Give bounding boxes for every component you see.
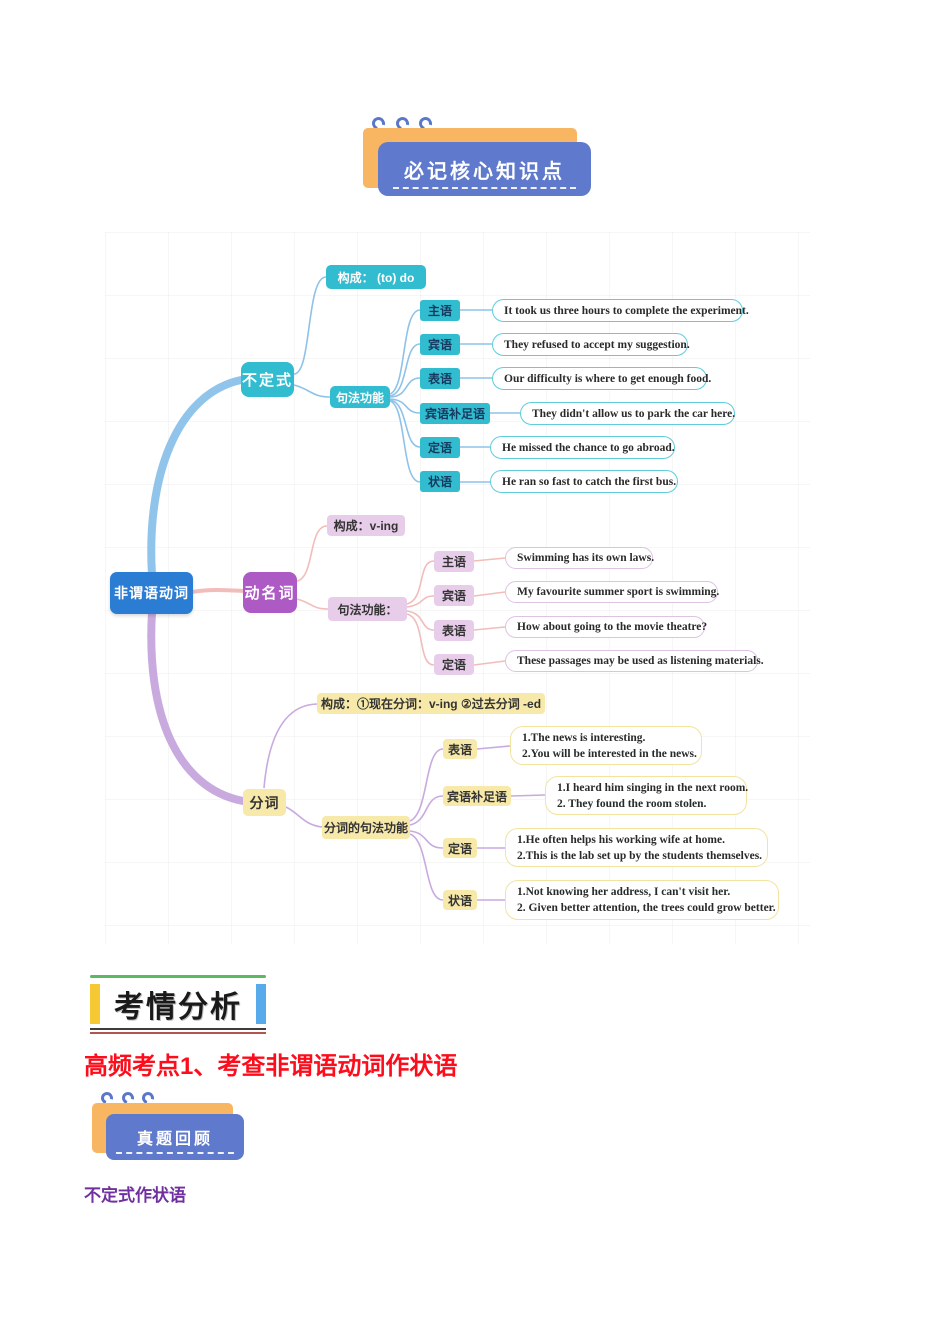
root-label: 非谓语动词 <box>114 585 189 601</box>
header-red-line <box>90 1032 266 1034</box>
participle-function-label: 宾语补足语 <box>443 786 511 806</box>
participle-function-header: 分词的句法功能 <box>322 816 410 839</box>
participle-function-label: 定语 <box>443 838 477 858</box>
mindmap-root-node: 非谓语动词 <box>110 572 193 614</box>
infinitive-function-label: 状语 <box>420 471 460 492</box>
label: 表语 <box>427 372 452 386</box>
gerund-function-header: 句法功能： <box>328 597 407 621</box>
example-bubble: 1.The news is interesting. 2.You will be… <box>510 726 702 765</box>
example-text: It took us three hours to complete the e… <box>504 304 749 317</box>
infinitive-function-header: 句法功能 <box>330 386 390 408</box>
node-participle-label: 分词 <box>249 794 280 811</box>
example-bubble: 1.I heard him singing in the next room. … <box>545 776 749 815</box>
header-blue-bar <box>256 984 266 1024</box>
review-badge: 真题回顾 <box>92 1089 254 1161</box>
gerund-function-label: 主语 <box>434 551 474 572</box>
example-text: Swimming has its own laws. <box>517 552 655 564</box>
example-line-1: 1.The news is interesting. <box>522 731 646 744</box>
example-bubble: These passages may be used as listening … <box>505 650 764 672</box>
example-text: Our difficulty is where to get enough fo… <box>504 372 712 385</box>
infinitive-function-label: 定语 <box>420 437 460 458</box>
example-text: My favourite summer sport is swimming. <box>517 586 720 598</box>
infinitive-function-label: 宾语 <box>420 334 460 355</box>
example-line-2: 2.This is the lab set up by the students… <box>517 849 763 862</box>
example-line-1: 1.He often helps his working wife at hom… <box>517 833 725 846</box>
gerund-function-label: 宾语 <box>434 585 474 606</box>
node-gerund-label: 动名词 <box>244 585 296 602</box>
infinitive-function-label: 宾语补足语 <box>420 403 490 424</box>
node-participle: 分词 <box>243 789 286 816</box>
label: 主语 <box>441 555 466 569</box>
example-bubble: They refused to accept my suggestion. <box>492 333 690 356</box>
example-bubble: They didn't allow us to park the car her… <box>520 402 735 425</box>
header-yellow-bar <box>90 984 100 1024</box>
participle-composition-label: 构成：①现在分词：v-ing ②过去分词 -ed <box>320 697 542 711</box>
infinitive-function-label: 表语 <box>420 368 460 389</box>
badge-label: 必记核心知识点 <box>404 160 565 183</box>
header-green-line <box>90 975 266 978</box>
example-text: They refused to accept my suggestion. <box>504 338 690 351</box>
label: 定语 <box>427 441 452 455</box>
hot-topic-heading: 高频考点1、考查非谓语动词作状语 <box>84 1053 458 1080</box>
badge-dashed-line <box>392 187 577 189</box>
top-badge: 必记核心知识点 <box>363 113 595 199</box>
label: 定语 <box>447 841 472 856</box>
example-text: He missed the chance to go abroad. <box>502 441 675 454</box>
participle-function-header-label: 分词的句法功能 <box>323 821 408 835</box>
header-dark-line <box>90 1028 266 1030</box>
gerund-composition: 构成：v-ing <box>327 515 405 536</box>
example-text: How about going to the movie theatre? <box>517 621 708 633</box>
example-bubble: How about going to the movie theatre? <box>505 616 708 638</box>
sub-heading: 不定式作状语 <box>84 1186 186 1205</box>
example-text: They didn't allow us to park the car her… <box>532 407 736 420</box>
section-title: 考情分析 <box>114 991 242 1024</box>
example-line-1: 1.I heard him singing in the next room. <box>557 781 749 794</box>
label: 状语 <box>447 893 472 908</box>
participle-function-label: 表语 <box>443 739 477 759</box>
node-infinitive-label: 不定式 <box>241 372 293 389</box>
infinitive-composition: 构成： (to) do <box>326 265 426 289</box>
label: 宾语 <box>441 589 466 603</box>
example-bubble: 1.Not knowing her address, I can't visit… <box>505 880 779 920</box>
badge-label: 真题回顾 <box>136 1131 213 1148</box>
gerund-function-label: 表语 <box>434 620 474 641</box>
badge-dashed-line <box>115 1152 235 1154</box>
section-header: 考情分析 <box>90 975 266 1034</box>
label: 表语 <box>441 624 466 638</box>
example-bubble: He missed the chance to go abroad. <box>490 436 675 459</box>
label: 宾语补足语 <box>424 407 485 421</box>
infinitive-function-label: 主语 <box>420 300 460 321</box>
gerund-function-header-label: 句法功能： <box>337 602 398 617</box>
example-bubble: My favourite summer sport is swimming. <box>505 581 720 603</box>
example-bubble: It took us three hours to complete the e… <box>492 299 749 322</box>
label: 宾语补足语 <box>446 789 507 804</box>
example-bubble: 1.He often helps his working wife at hom… <box>505 828 768 867</box>
example-line-1: 1.Not knowing her address, I can't visit… <box>517 886 731 898</box>
example-line-2: 2. They found the room stolen. <box>557 797 707 810</box>
example-line-2: 2.You will be interested in the news. <box>522 747 697 760</box>
infinitive-composition-label: 构成： (to) do <box>337 270 415 285</box>
gerund-composition-label: 构成：v-ing <box>333 519 399 533</box>
participle-function-label: 状语 <box>443 890 477 910</box>
node-infinitive: 不定式 <box>241 362 294 397</box>
label: 状语 <box>427 475 452 489</box>
example-bubble: He ran so fast to catch the first bus. <box>490 470 678 493</box>
label: 主语 <box>427 304 452 318</box>
gerund-function-label: 定语 <box>434 654 474 675</box>
label: 宾语 <box>427 338 452 352</box>
badge-front-panel: 真题回顾 <box>106 1114 244 1160</box>
infinitive-function-header-label: 句法功能 <box>335 390 384 405</box>
example-text: He ran so fast to catch the first bus. <box>502 475 677 488</box>
example-text: These passages may be used as listening … <box>517 655 764 667</box>
node-gerund: 动名词 <box>243 572 297 613</box>
label: 表语 <box>447 742 472 757</box>
example-line-2: 2. Given better attention, the trees cou… <box>517 902 776 914</box>
example-bubble: Our difficulty is where to get enough fo… <box>492 367 711 390</box>
badge-front-panel: 必记核心知识点 <box>378 142 591 196</box>
participle-composition: 构成：①现在分词：v-ing ②过去分词 -ed <box>317 693 545 714</box>
example-bubble: Swimming has its own laws. <box>505 547 655 569</box>
label: 定语 <box>441 658 466 672</box>
